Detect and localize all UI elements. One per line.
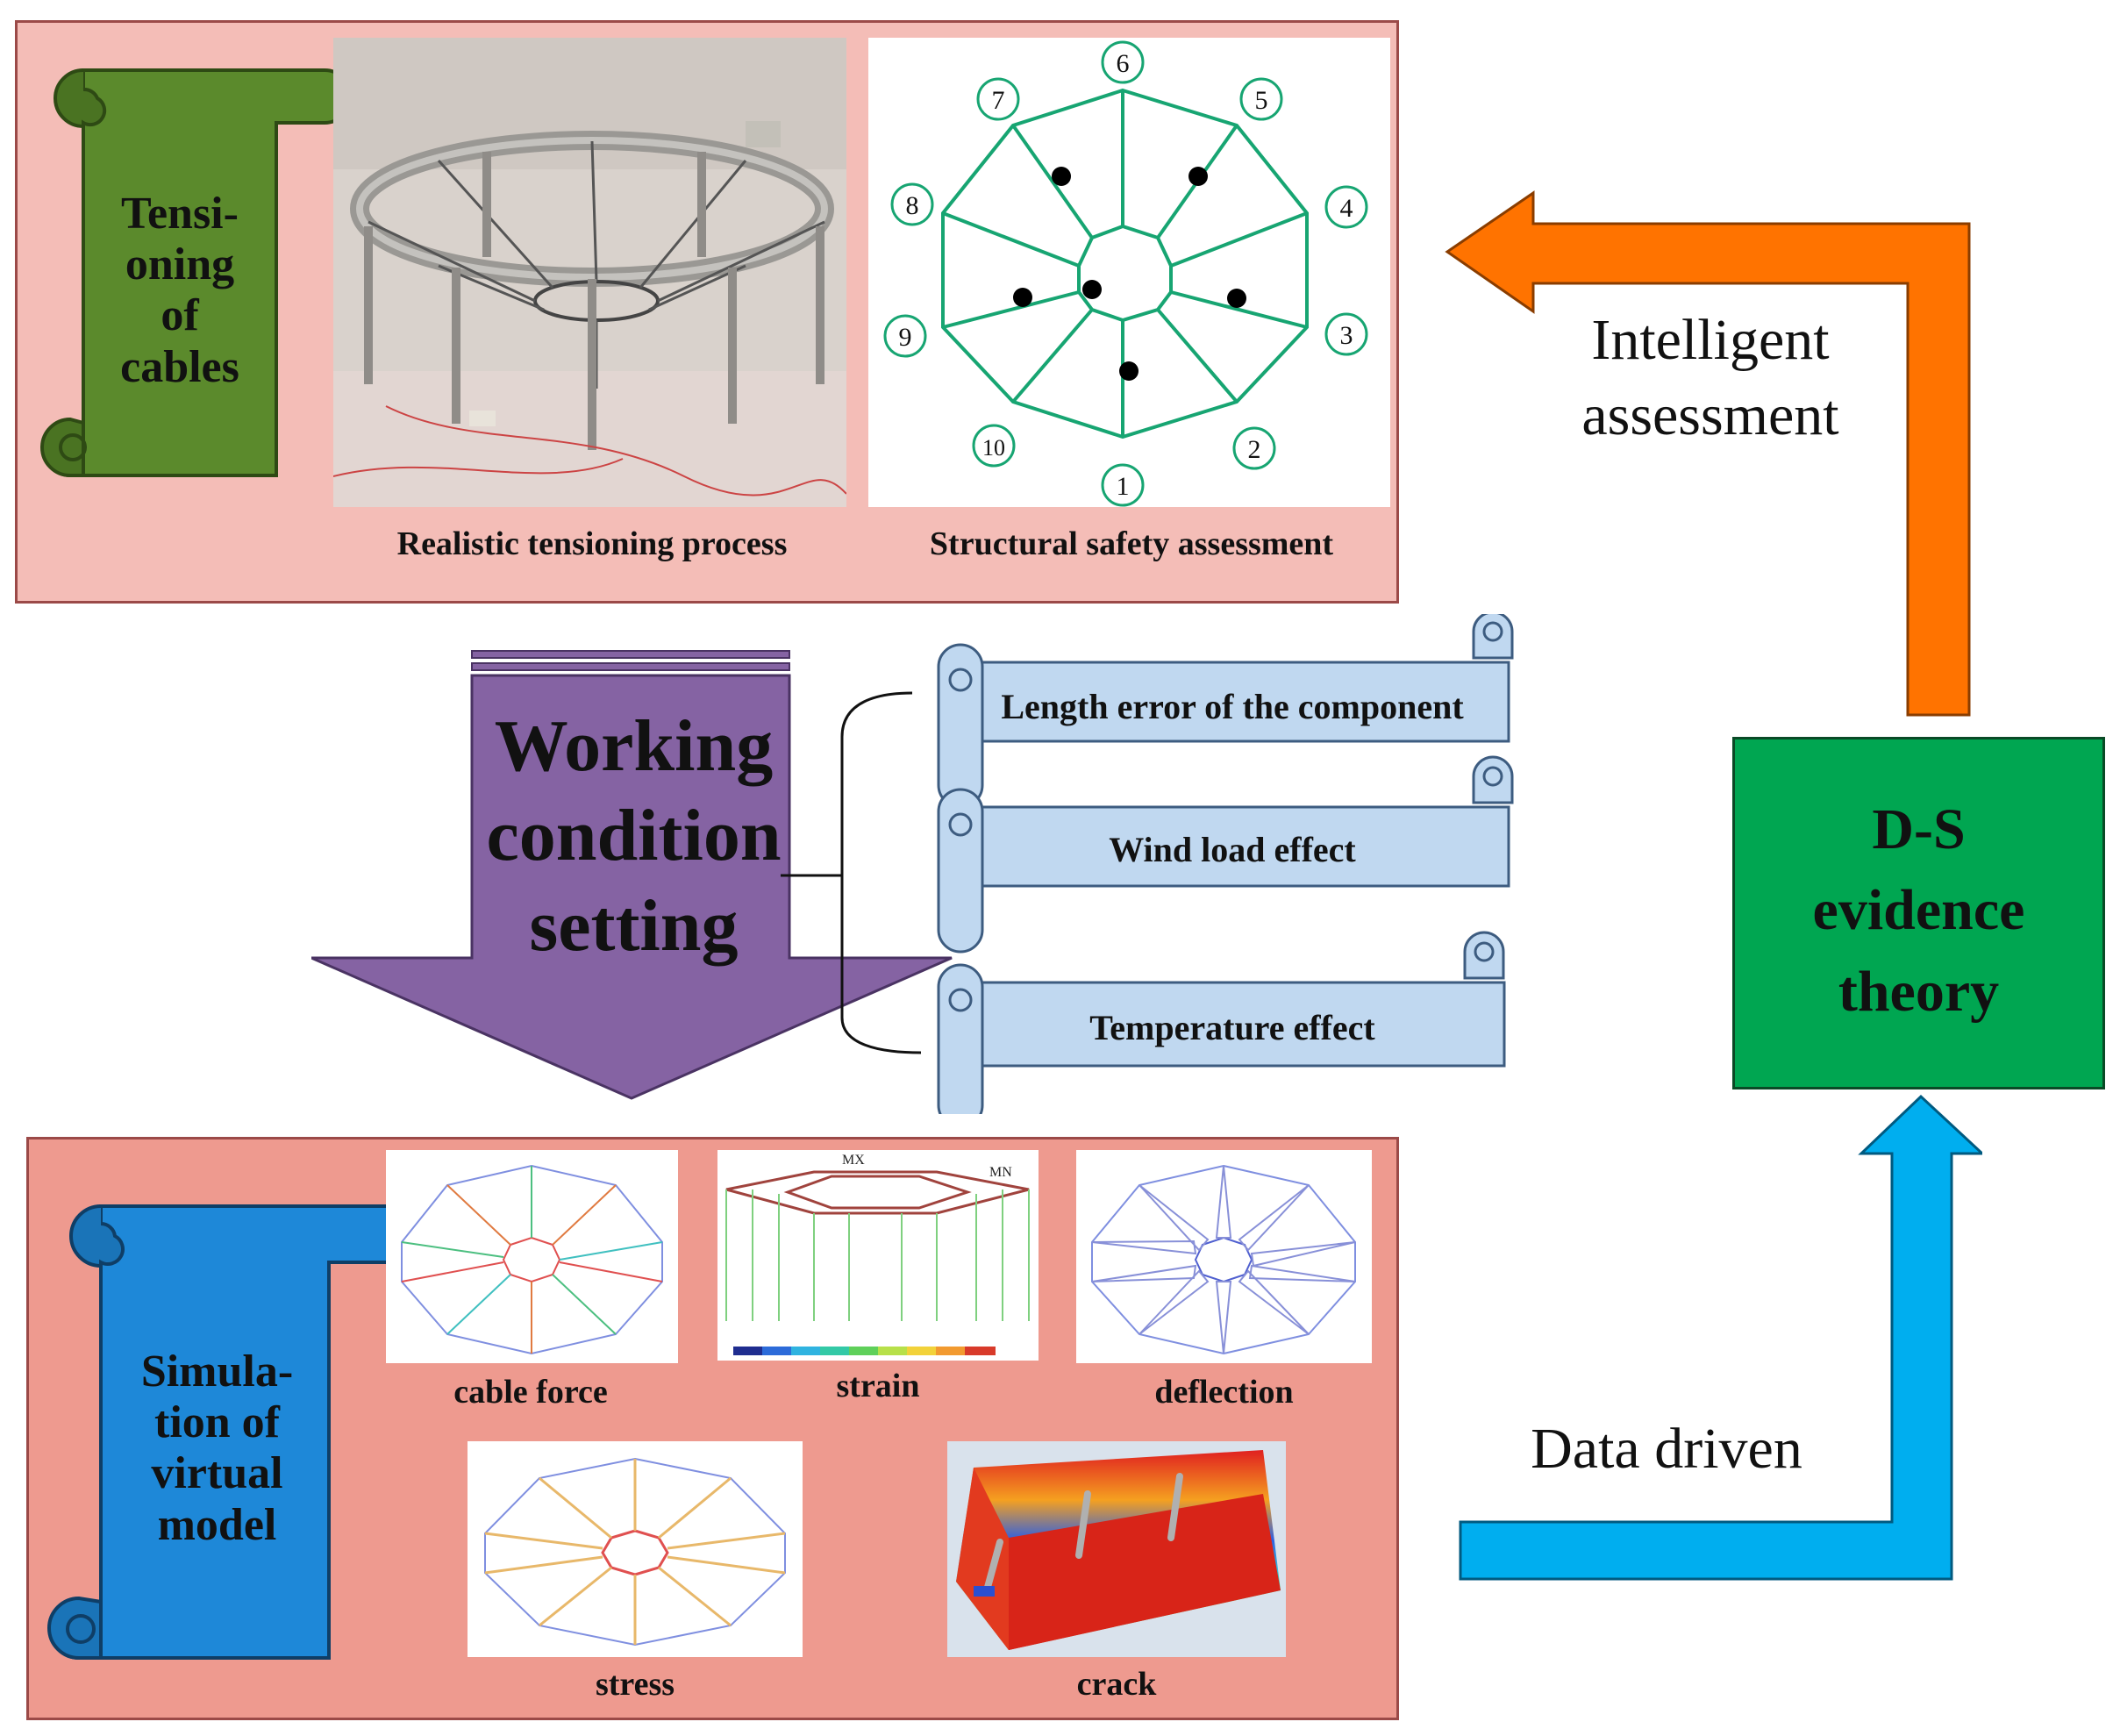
tensioning-scroll-shape bbox=[40, 68, 338, 477]
node-label-10: 10 bbox=[982, 435, 1005, 461]
simulation-scroll-shape bbox=[47, 1204, 395, 1660]
intelligent-assessment-label: Intelligent assessment bbox=[1581, 308, 1839, 447]
assessment-caption: Structural safety assessment bbox=[929, 525, 1334, 562]
node-label-2: 2 bbox=[1248, 435, 1261, 464]
cable-force-caption: cable force bbox=[453, 1374, 608, 1411]
deflection-caption: deflection bbox=[1154, 1374, 1294, 1411]
strain-caption: strain bbox=[836, 1368, 920, 1404]
ds-evidence-box bbox=[1732, 737, 2105, 1089]
strain-max-mark: MX bbox=[842, 1153, 865, 1168]
node-label-3: 3 bbox=[1340, 321, 1353, 350]
factor-temperature: Temperature effect bbox=[1089, 1008, 1375, 1047]
crack-image bbox=[947, 1441, 1286, 1657]
safety-assessment-diagram: 1 2 3 4 5 6 7 8 9 10 bbox=[868, 38, 1390, 507]
cable-force-image bbox=[386, 1150, 678, 1363]
data-driven-arrow bbox=[1459, 1094, 1982, 1581]
node-label-9: 9 bbox=[899, 323, 912, 352]
simulation-scroll-label: Simula- tion of virtual model bbox=[140, 1347, 294, 1550]
factor-scrolls bbox=[937, 614, 1514, 1114]
data-driven-label: Data driven bbox=[1531, 1417, 1802, 1481]
realistic-tensioning-photo bbox=[333, 38, 846, 507]
node-label-8: 8 bbox=[906, 191, 919, 220]
node-label-4: 4 bbox=[1340, 194, 1353, 223]
factor-length-error: Length error of the component bbox=[1001, 687, 1464, 726]
working-condition-arrow bbox=[311, 650, 953, 1100]
strain-image: MX MN bbox=[717, 1150, 1039, 1361]
node-label-7: 7 bbox=[992, 86, 1005, 115]
node-label-6: 6 bbox=[1117, 49, 1130, 78]
intelligent-assessment-arrow bbox=[1445, 190, 1971, 717]
stress-image bbox=[468, 1441, 803, 1657]
ds-evidence-label: D-S evidence theory bbox=[1812, 797, 2025, 1024]
deflection-image bbox=[1076, 1150, 1372, 1363]
factor-wind-load: Wind load effect bbox=[1109, 830, 1356, 869]
working-condition-label: Working condition setting bbox=[486, 705, 782, 967]
node-label-1: 1 bbox=[1117, 472, 1130, 501]
node-label-5: 5 bbox=[1255, 86, 1268, 115]
crack-caption: crack bbox=[1076, 1666, 1157, 1703]
strain-min-mark: MN bbox=[989, 1165, 1012, 1180]
tensioning-scroll-label: Tensi- oning of cables bbox=[120, 189, 239, 392]
stress-caption: stress bbox=[595, 1666, 675, 1703]
photo-caption: Realistic tensioning process bbox=[396, 525, 788, 562]
factor-bracket bbox=[781, 691, 922, 1054]
